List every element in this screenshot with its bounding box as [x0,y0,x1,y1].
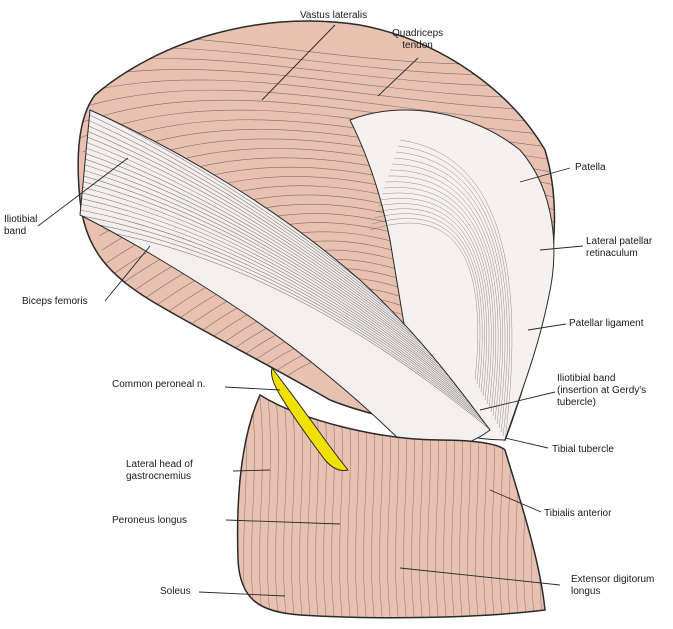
band-fiber-line [80,183,490,426]
leader-lateral-patellar-retinaculum [539,245,584,251]
label-patella: Patella [575,162,606,173]
label-tibial-tubercle: Tibial tubercle [552,444,614,455]
label-tibialis-anterior: Tibialis anterior [544,508,612,519]
leader-soleus [198,591,286,597]
label-quadriceps-tendon: Quadriceps tendon [392,28,444,51]
leader-iliotibial-band [37,157,129,227]
band-fiber-line [80,207,490,433]
leader-extensor-digitorum-longus [399,567,561,586]
patella-fiber-line [397,145,510,437]
label-common-peroneal-nerve: Common peroneal n. [112,379,206,390]
leader-tibial-tubercle [504,437,549,449]
band-fiber-line [80,177,490,424]
label-vastus-lateralis: Vastus lateralis [300,10,368,21]
label-lateral-patellar-retinaculum: Lateral patellar retinaculum [586,236,653,259]
leg-fiber-line [250,395,256,618]
band-fiber-line [80,225,490,439]
patella-fiber-line [375,208,485,393]
band-fiber-line [80,165,490,421]
leg-fiber-line [282,395,288,618]
common-peroneal-nerve-shape [271,366,349,471]
thigh-fiber-line [78,99,555,136]
leader-tibialis-anterior [489,489,542,513]
patella-fiber-line [399,139,513,441]
band-fiber-line [80,159,490,419]
patella-fiber-line [373,213,483,389]
label-iliotibial-band: Iliotibial band [4,214,38,237]
patella-fiber-line [379,198,490,401]
band-fiber-line [80,201,490,431]
patella-fiber-line [395,151,508,433]
leg-fiber-line [274,395,280,618]
leg-fiber-line [258,395,264,618]
patella-tendon-shape [349,109,555,441]
label-iliotibial-band-insertion: Iliotibial band (insertion at Gerdy's tu… [557,373,647,408]
patella-fiber-line [369,222,478,381]
leader-vastus-lateralis [261,24,336,101]
thigh-fiber-line [78,69,555,99]
leader-iliotibial-band-insertion [479,391,556,411]
band-fiber-line [80,213,490,435]
patella-fiber-line [385,181,497,413]
leg-fiber-line [266,395,272,618]
label-extensor-digitorum-longus: Extensor digitorum longus [571,574,655,597]
leader-biceps-femoris [104,245,151,302]
band-fiber-line [80,189,490,428]
leader-quadriceps-tendon [377,57,419,97]
leg-fiber-line [290,395,296,618]
patella-fiber-line [393,157,506,429]
label-biceps-femoris: Biceps femoris [22,296,88,307]
label-peroneus-longus: Peroneus longus [112,515,188,526]
thigh-fiber-line [78,89,555,124]
band-fiber-line [80,171,490,422]
patella-fibers [369,139,513,441]
patella-fiber-line [377,203,487,397]
patella-fiber-line [381,192,492,405]
leader-patellar-ligament [527,323,567,331]
patella-fiber-line [391,163,503,425]
label-patellar-ligament: Patellar ligament [569,318,644,329]
leader-patella [519,167,571,183]
leader-peroneus-longus [225,519,341,525]
patella-fiber-line [389,169,501,421]
patella-fiber-line [387,175,499,417]
leader-lateral-head-gastrocnemius [232,469,271,472]
thigh-fiber-line [78,79,555,111]
label-lateral-head-gastrocnemius: Lateral head of gastrocnemius [126,459,193,482]
band-fiber-line [80,195,490,430]
label-soleus: Soleus [160,586,191,597]
band-fiber-line [80,219,490,437]
patella-fiber-line [371,218,481,385]
patella-fiber-line [383,187,494,409]
leader-common-peroneal-nerve [224,386,281,391]
leader-lines [37,24,584,597]
band-fibers [80,110,490,439]
